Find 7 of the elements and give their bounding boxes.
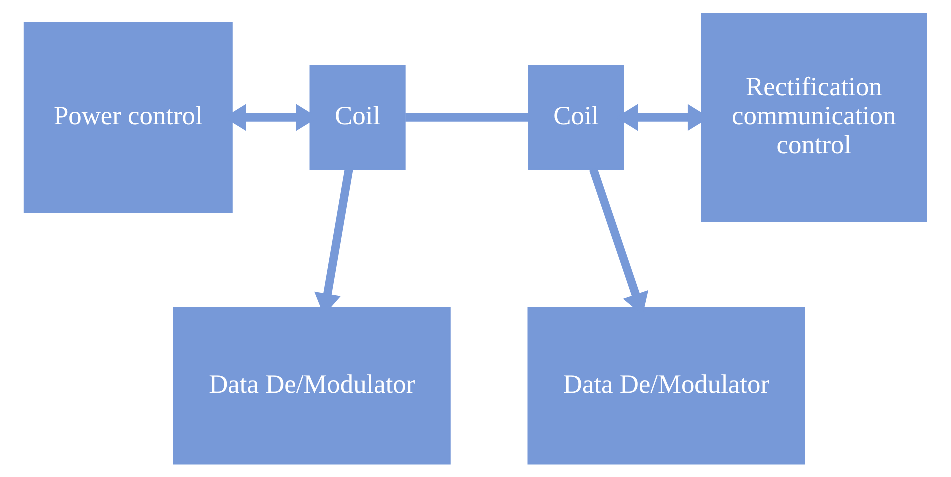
- connector: [406, 113, 529, 122]
- node-box: Power control: [24, 22, 233, 213]
- node-box: Coil: [310, 64, 406, 170]
- node-box: Coil: [528, 64, 624, 170]
- node-box: Data De/Modulator: [173, 306, 451, 464]
- node-box: Rectification communication control: [701, 12, 928, 222]
- node-box: Data De/Modulator: [528, 306, 806, 464]
